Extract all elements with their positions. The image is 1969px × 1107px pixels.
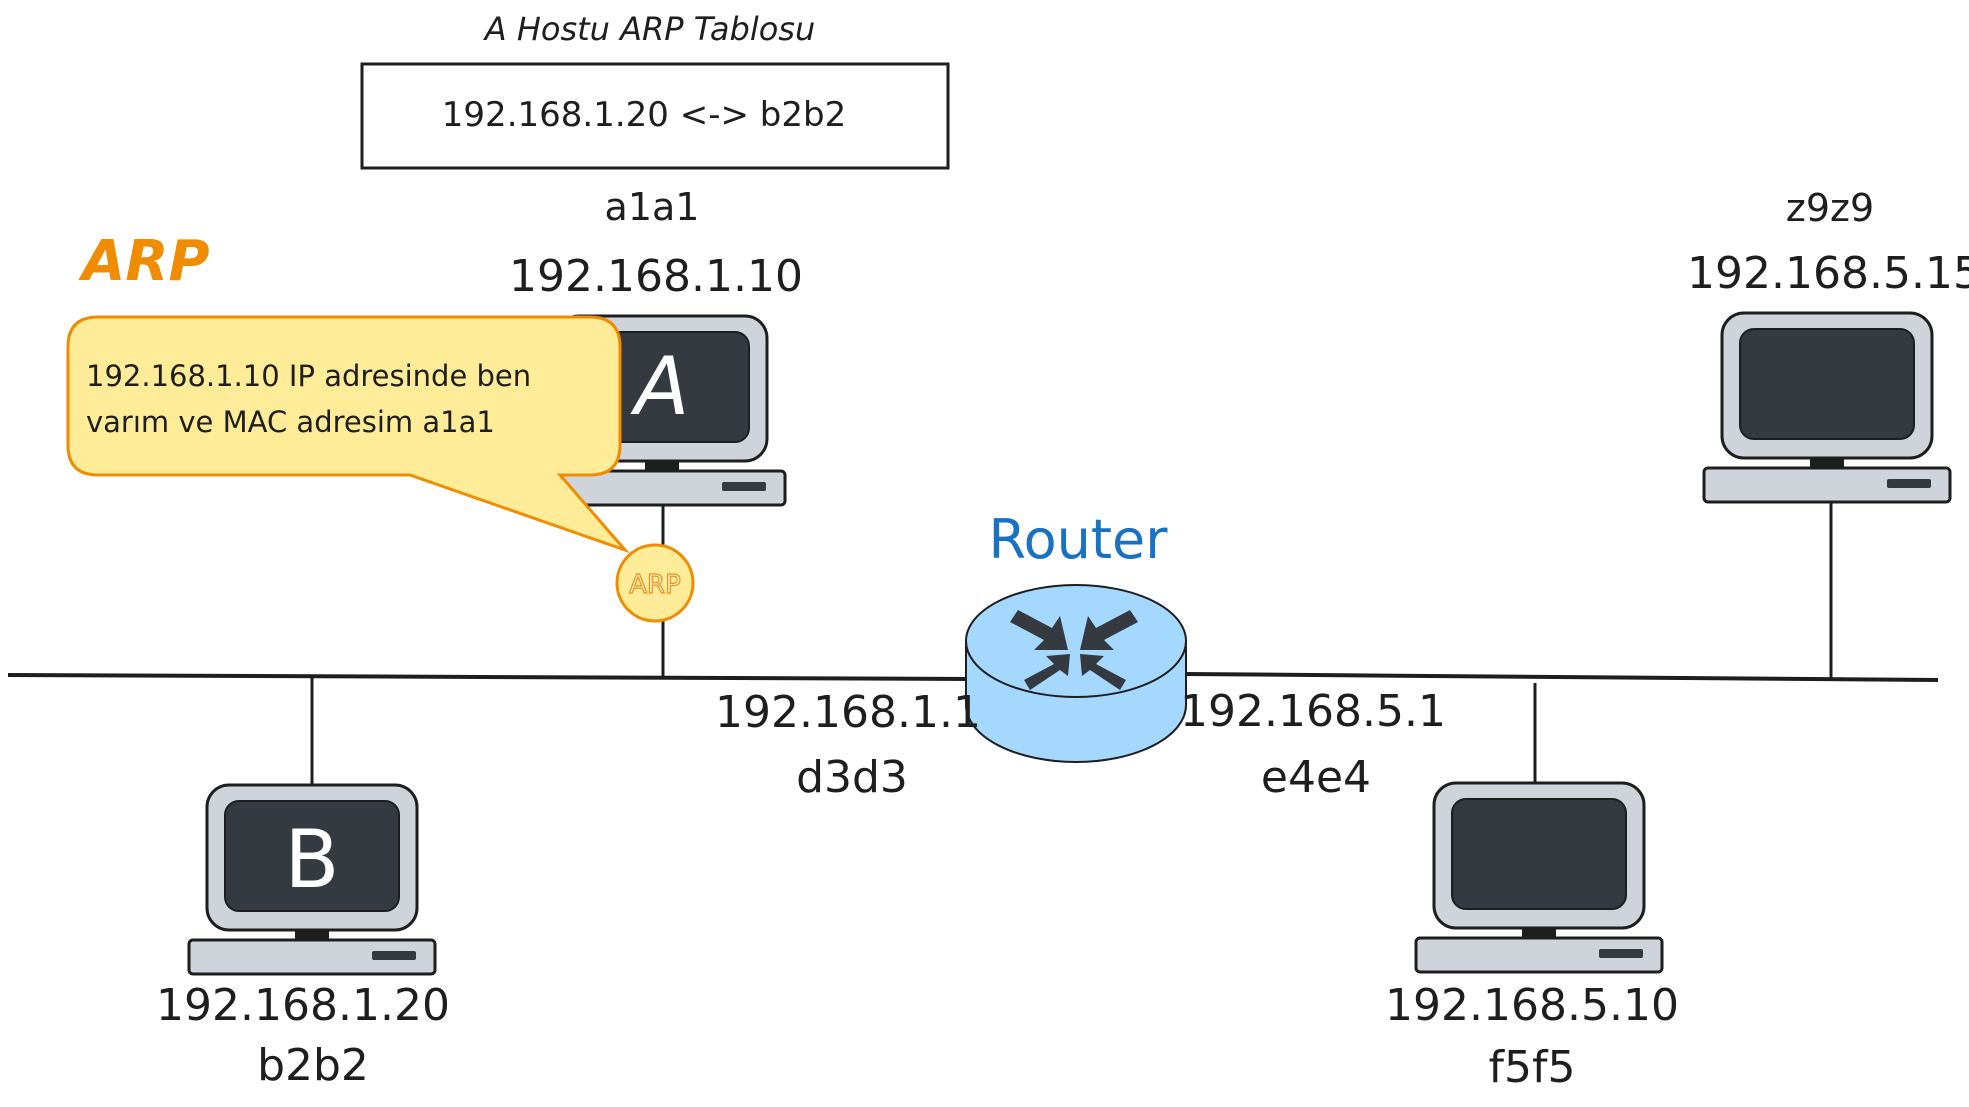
- arp-message-line1: 192.168.1.10 IP adresinde ben: [86, 359, 531, 393]
- host-b-ip: 192.168.1.20: [156, 980, 450, 1031]
- arp-table-title: A Hostu ARP Tablosu: [483, 10, 816, 48]
- router-arrow-icon: [1010, 610, 1068, 650]
- host-z-ip: 192.168.5.15: [1687, 248, 1969, 299]
- host-b-mac: b2b2: [257, 1040, 369, 1091]
- host-a-letter: A: [630, 340, 690, 433]
- host-f-ip: 192.168.5.10: [1385, 980, 1679, 1031]
- arp-heading: ARP: [78, 229, 210, 294]
- host-z-computer: [1702, 311, 1952, 504]
- router-label: Router: [989, 508, 1169, 571]
- host-f-mac: f5f5: [1489, 1042, 1576, 1093]
- host-a-mac: a1a1: [605, 185, 700, 229]
- router-arrow-icon: [1080, 654, 1126, 690]
- arp-speech-bubble: [66, 315, 630, 554]
- arp-packet-badge: [615, 543, 695, 623]
- arp-table-box: [360, 62, 950, 170]
- router-icon: [965, 584, 1187, 763]
- host-z-mac: z9z9: [1786, 186, 1874, 230]
- router-left-mac: d3d3: [796, 752, 908, 803]
- host-b-computer: B: [187, 783, 437, 976]
- host-a-computer: A: [537, 314, 787, 507]
- router-arrow-icon: [1024, 654, 1070, 690]
- host-b-letter: B: [285, 813, 340, 906]
- router-right-ip: 192.168.5.1: [1180, 686, 1446, 737]
- router-left-ip: 192.168.1.1: [715, 687, 981, 738]
- right-network-line: [1184, 672, 1939, 682]
- arp-packet-label: ARP: [629, 570, 681, 600]
- router-right-mac: e4e4: [1261, 752, 1371, 803]
- router-arrow-icon: [1080, 610, 1138, 650]
- host-a-ip: 192.168.1.10: [509, 251, 803, 302]
- left-network-line: [7, 673, 976, 681]
- arp-table-entry: 192.168.1.20 <-> b2b2: [442, 95, 846, 135]
- arp-message-line2: varım ve MAC adresim a1a1: [86, 405, 495, 439]
- host-f-computer: [1414, 781, 1664, 974]
